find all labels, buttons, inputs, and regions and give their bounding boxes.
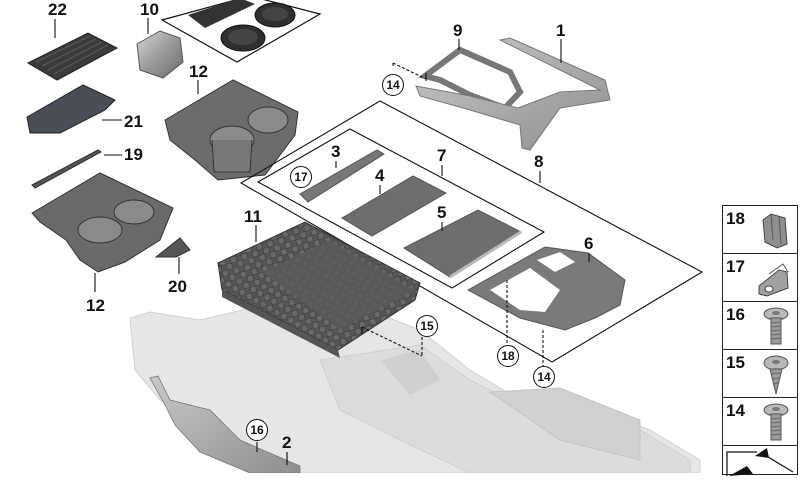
legend-number: 16 [726,305,745,324]
part-label-4: 4 [375,166,385,185]
part-label-2: 2 [282,433,292,452]
part-label-19: 19 [124,145,143,164]
clip-nut-icon [762,213,788,249]
part-label-5: 5 [437,203,447,222]
part-21-mat [26,84,116,134]
part-4-mat [341,175,448,237]
legend-number: 15 [726,353,745,372]
part-2-side-trim [149,375,301,474]
part-12-cupholder-upper [164,79,299,181]
circled-ref-18: 18 [497,345,519,367]
part-label-10: 10 [140,0,159,19]
legend-number: 18 [726,209,745,228]
part-label-11: 11 [244,207,262,226]
part-label-9: 9 [453,21,463,40]
part-label-3: 3 [331,142,341,161]
part-label-21: 21 [124,112,143,131]
self-tapping-screw-icon [763,355,789,395]
part-label-22: 22 [48,0,67,19]
part-label-12-upper: 12 [189,62,208,81]
circled-ref-15: 15 [416,315,438,337]
legend-item-18: 18 [722,205,798,253]
part-22-rubber-mat [26,32,119,81]
part-6-gearshift-frame [466,246,626,331]
part-11-control-module [217,221,421,358]
part-insert-kit-box [160,0,322,63]
legend-number: 14 [726,401,745,420]
legend-item-14: 14 [722,397,798,445]
part-3-strip [299,149,385,203]
legend-item-15: 15 [722,349,798,397]
screw-icon [763,307,789,345]
part-20-bracket [154,237,191,258]
circled-ref-16: 16 [246,419,268,441]
part-label-12-lower: 12 [86,296,105,315]
part-1-trim-strip [415,37,611,151]
part-9-trim-frame [418,46,524,112]
part-label-20: 20 [168,277,187,296]
fastener-legend: 18 17 16 15 [722,205,798,476]
part-19-strip [31,149,102,189]
circled-ref-17: 17 [290,166,312,188]
leader-lines [54,18,590,465]
kit-8-outline [239,100,704,363]
part-label-1: 1 [556,21,566,40]
direction-arrow-icon [726,448,794,476]
legend-item-16: 16 [722,301,798,349]
part-5-mat [402,209,523,279]
part-12-cupholder-lower [31,172,174,273]
screw-icon [763,403,789,441]
part-label-8: 8 [534,152,544,171]
part-10-cover-cap [136,30,184,79]
part-label-7: 7 [437,146,447,165]
circled-ref-14-top: 14 [382,74,404,96]
kit-7-outline [256,128,546,289]
legend-number: 17 [726,257,745,276]
clip-icon [758,263,789,297]
center-console-body [129,295,701,474]
legend-item-direction [722,445,798,476]
part-label-6: 6 [584,234,594,253]
circled-ref-14-bottom: 14 [533,366,555,388]
legend-item-17: 17 [722,253,798,301]
